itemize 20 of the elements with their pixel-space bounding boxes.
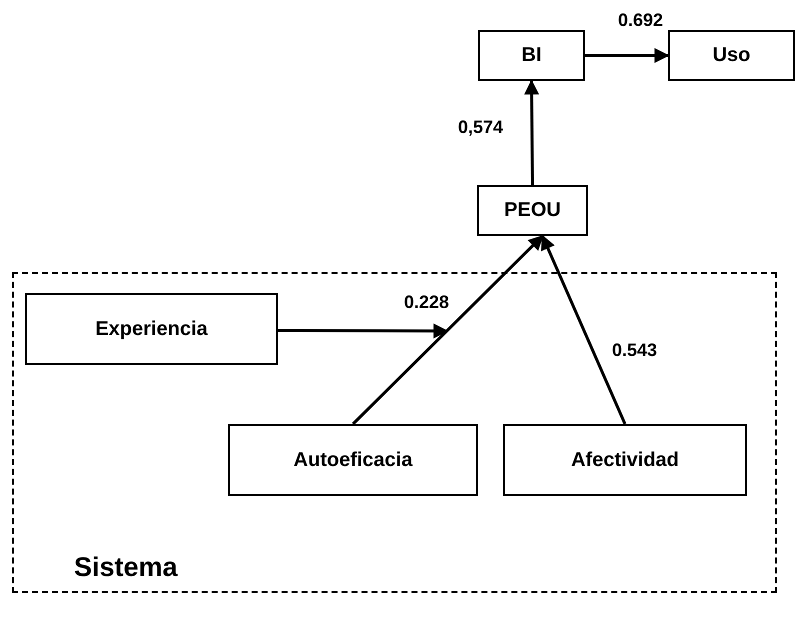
arrow [278,323,448,338]
arrow [585,48,670,63]
arrow [541,234,626,425]
node-label: BI [522,44,542,67]
node-label: Afectividad [571,448,679,472]
node-label: PEOU [504,199,561,222]
node-label: Uso [712,44,750,67]
process-box [228,424,478,496]
process-box [503,424,747,496]
process-box [668,30,795,81]
process-box [478,30,585,81]
node-label: Autoeficacia [294,448,412,472]
group-box [12,272,777,593]
edge-label: 0,574 [456,117,506,137]
arrow [524,80,540,186]
process-box [25,293,278,365]
process-box [477,185,588,236]
node-label: Experiencia [95,318,208,340]
group-title: Sistema [74,552,178,583]
arrow [352,234,544,426]
